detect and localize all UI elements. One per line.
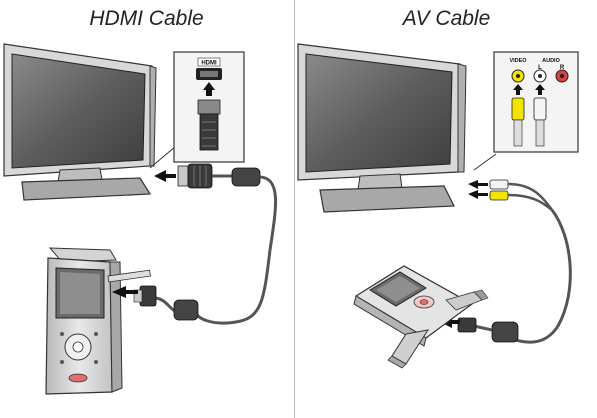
arrow-left-icon (468, 180, 488, 189)
camera (353, 265, 489, 369)
tv-stand (21, 177, 152, 201)
audio-port-label: AUDIO (542, 58, 560, 64)
arrow-left-icon-2 (468, 190, 488, 199)
insert-arrow-icon-2 (535, 84, 545, 95)
arrow-left-icon-2 (112, 286, 138, 298)
hdmi-plug-body (199, 113, 219, 151)
camera-button-4 (94, 360, 98, 364)
camera-button-3 (60, 360, 64, 364)
av-plugs-tv (468, 179, 509, 201)
hdmi-port-label: HDMI (201, 61, 217, 67)
camera-button-1 (60, 332, 64, 336)
av-panel: AV Cable VIDEO AUDIO L R (296, 0, 597, 418)
av-port-callout: VIDEO AUDIO L R (473, 51, 579, 171)
audio-right-label: R (560, 65, 565, 71)
av-cable (440, 182, 572, 344)
camera (45, 247, 151, 395)
tv-side (149, 65, 157, 167)
insert-arrow-icon (203, 82, 215, 96)
hdmi-panel-title: HDMI Cable (89, 7, 204, 30)
record-button (419, 299, 429, 305)
ferrite-core (231, 167, 261, 187)
arrow-left-icon-3 (440, 316, 460, 328)
camera-button-2 (94, 332, 98, 336)
av-illustration: VIDEO AUDIO L R (297, 43, 579, 369)
tv-screen (11, 53, 146, 169)
ferrite-core (491, 321, 519, 343)
hdmi-illustration: HDMI (3, 43, 277, 395)
hdmi-cable (133, 167, 277, 325)
ferrite-core-2 (173, 299, 199, 321)
insert-arrow-icon (513, 84, 523, 95)
audio-plug (533, 97, 547, 121)
audio-left-label: L (538, 65, 542, 71)
av-panel-title: AV Cable (402, 7, 491, 30)
arrow-left-icon (154, 170, 176, 182)
video-plug (511, 97, 525, 121)
usb-arm (107, 269, 151, 283)
hdmi-port-callout: HDMI (149, 51, 245, 169)
mini-hdmi-plug (139, 285, 157, 307)
tv-side (457, 63, 467, 173)
camera-ok-button (72, 341, 84, 353)
tv-stand (319, 185, 455, 213)
panel-divider (294, 0, 295, 418)
hdmi-plug-tv (154, 163, 213, 189)
record-button (68, 373, 88, 383)
tv (3, 43, 157, 201)
av-camera-plug (457, 317, 477, 333)
video-port-label: VIDEO (509, 58, 527, 64)
hdmi-panel: HDMI Cable HDMI (0, 0, 293, 418)
tv (297, 43, 467, 213)
tv-screen (305, 53, 453, 173)
